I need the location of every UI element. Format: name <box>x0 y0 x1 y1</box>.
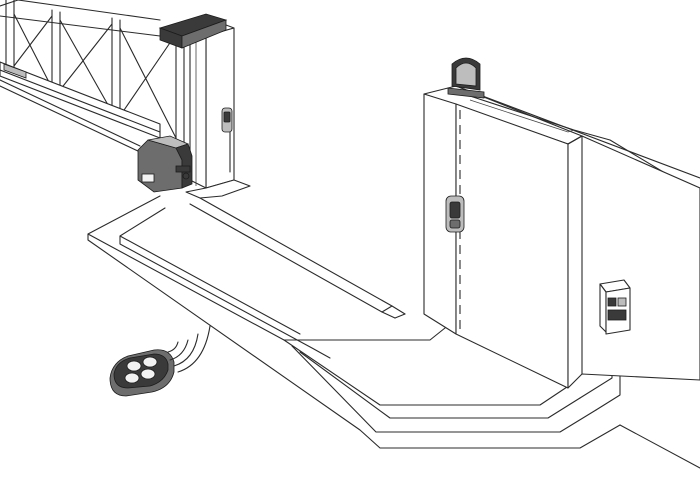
left-gate-post <box>158 13 251 199</box>
signal-waves-icon <box>167 325 211 373</box>
flashing-light-right <box>447 57 485 99</box>
remote-control <box>109 325 211 397</box>
gate-operator <box>137 135 193 193</box>
key-selector <box>599 279 631 335</box>
flashing-light-left <box>158 13 228 49</box>
photocell-right <box>445 195 465 233</box>
right-pillar <box>423 57 700 389</box>
ground-rail <box>189 197 406 319</box>
photocell-left <box>221 107 233 173</box>
sliding-gate <box>0 0 185 153</box>
